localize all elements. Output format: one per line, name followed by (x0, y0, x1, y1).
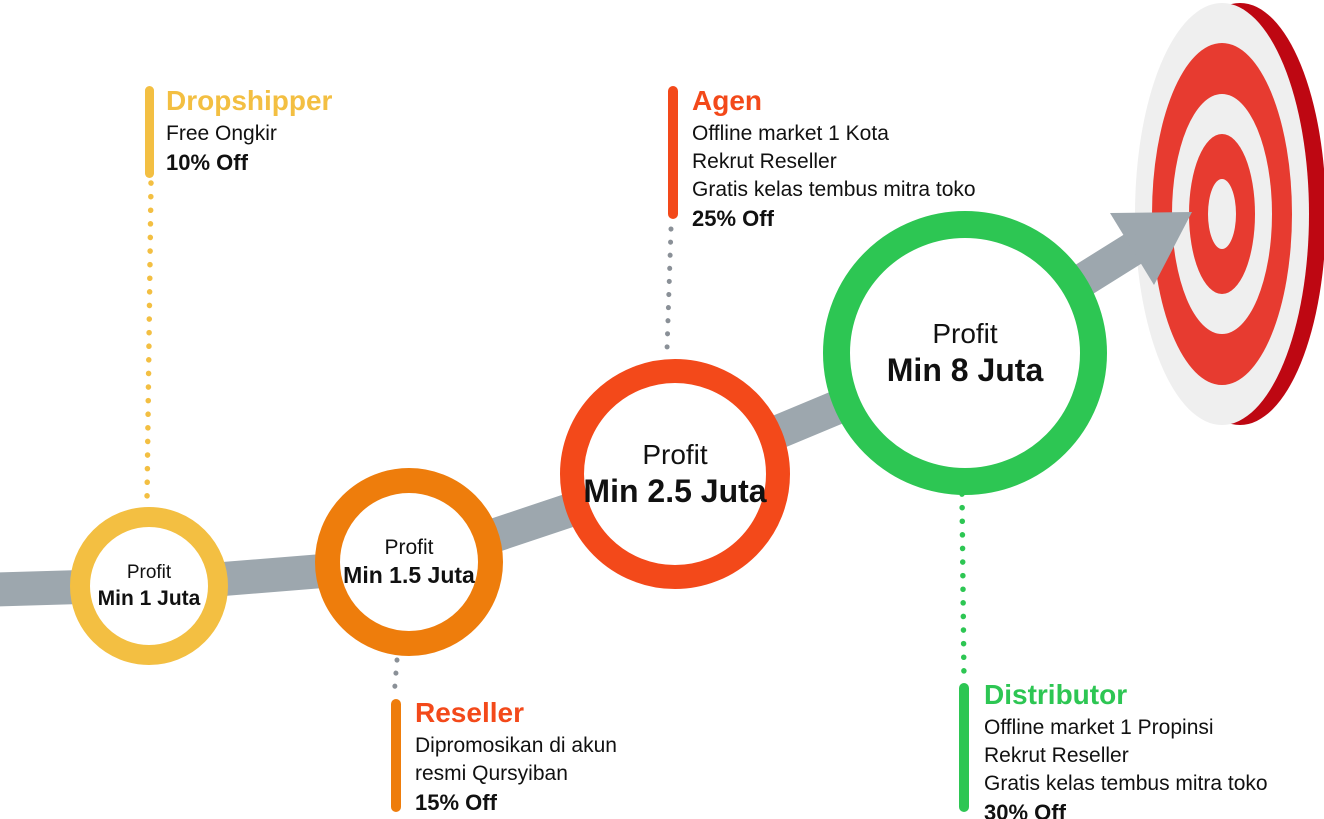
tier-block-agen: Agen Offline market 1 Kota Rekrut Resell… (692, 84, 976, 233)
tier-heading-dropshipper: Dropshipper (166, 85, 333, 116)
tier-heading-agen: Agen (692, 85, 762, 116)
profit-label-distributor: Profit Min 8 Juta (887, 316, 1043, 390)
tier-bar-agen (668, 86, 678, 219)
tier-heading-distributor: Distributor (984, 679, 1128, 710)
dotted-connectors (144, 180, 967, 700)
tier-benefit: Free Ongkir (166, 122, 277, 145)
profit-value: Min 1 Juta (97, 587, 201, 610)
bullseye-target-icon (1135, 3, 1324, 425)
profit-value: Min 2.5 Juta (583, 473, 767, 509)
tier-block-distributor: Distributor Offline market 1 Propinsi Re… (984, 678, 1268, 819)
profit-circle-agen (560, 359, 790, 589)
tier-discount: 30% Off (984, 800, 1066, 819)
tier-heading-reseller: Reseller (415, 697, 524, 728)
tier-benefit: Rekrut Reseller (692, 150, 837, 173)
profit-label-dropshipper: Profit Min 1 Juta (98, 560, 201, 612)
tier-benefit: Gratis kelas tembus mitra toko (984, 772, 1268, 795)
profit-word: Profit (642, 439, 708, 470)
connector-distributor (959, 491, 967, 684)
tier-benefit: Offline market 1 Kota (692, 122, 889, 145)
profit-word: Profit (932, 318, 998, 349)
profit-word: Profit (126, 562, 172, 583)
profit-value: Min 1.5 Juta (343, 562, 475, 588)
tier-benefit: Gratis kelas tembus mitra toko (692, 178, 976, 201)
connector-agen (664, 226, 674, 353)
arrow-head-icon (1110, 212, 1192, 285)
tier-block-dropshipper: Dropshipper Free Ongkir 10% Off (166, 84, 332, 177)
profit-label-reseller: Profit Min 1.5 Juta (343, 534, 475, 590)
tier-discount: 15% Off (415, 790, 497, 815)
profit-circle-distributor (823, 211, 1107, 495)
tier-discount: 10% Off (166, 150, 248, 175)
tier-block-reseller: Reseller Dipromosikan di akun resmi Qurs… (415, 696, 617, 817)
profit-circle-reseller (315, 468, 503, 656)
tier-discount: 25% Off (692, 206, 774, 231)
profit-circle-dropshipper (70, 507, 228, 665)
tier-benefit: Offline market 1 Propinsi (984, 716, 1214, 739)
profit-label-agen: Profit Min 2.5 Juta (583, 437, 766, 511)
profit-word: Profit (384, 536, 434, 559)
tier-benefit: Dipromosikan di akun (415, 734, 617, 757)
tier-bar-distributor (959, 683, 969, 812)
tier-benefit: resmi Qursyiban (415, 762, 568, 785)
tier-bar-reseller (391, 699, 401, 812)
profit-value: Min 8 Juta (886, 352, 1044, 388)
tier-bar-dropshipper (145, 86, 154, 178)
connector-reseller (391, 657, 400, 700)
target-bullseye-center (1208, 179, 1236, 249)
profit-circles (70, 211, 1107, 665)
tier-benefit: Rekrut Reseller (984, 744, 1129, 767)
connector-dropshipper (144, 180, 154, 503)
